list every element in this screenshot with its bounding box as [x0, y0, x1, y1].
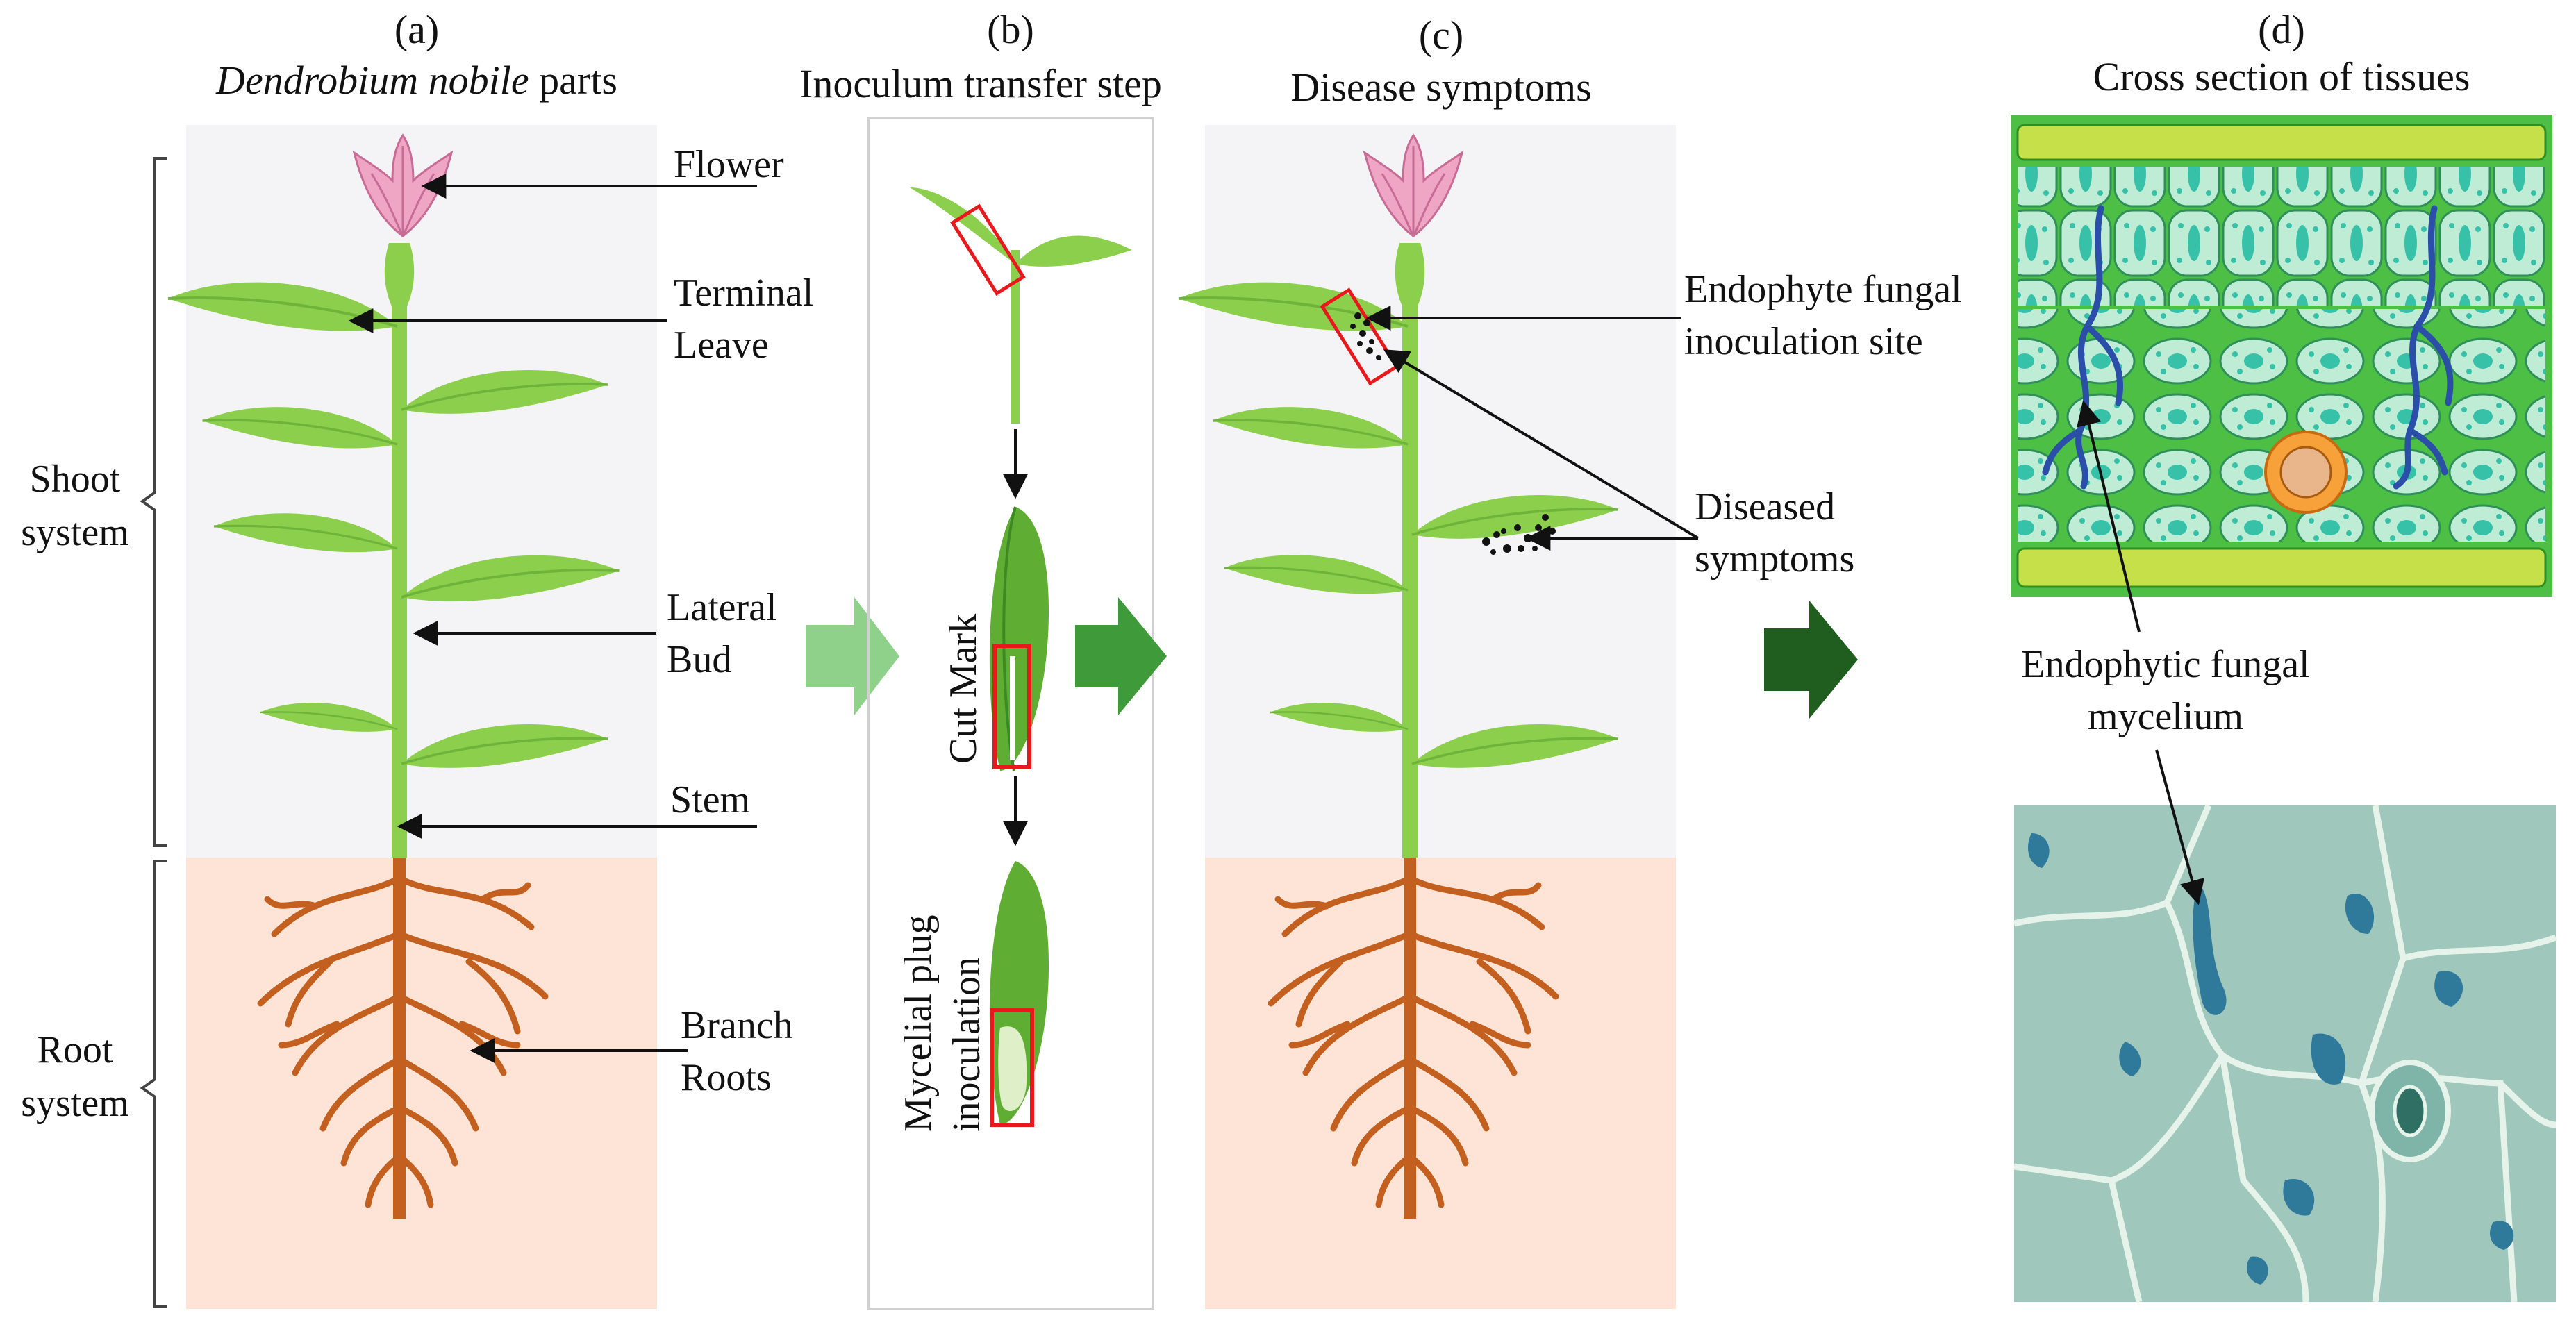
diseased-arrow-1: [1383, 349, 1700, 540]
spongy-layer: [2018, 309, 2545, 542]
tissue-cross-section: [2011, 115, 2552, 597]
micrograph-bg: [2014, 805, 2556, 1302]
cut-shoot: [910, 187, 1132, 424]
upper-epidermis: [2016, 124, 2547, 161]
panel-b-letter: (b): [987, 7, 1034, 52]
panel-c-letter: (c): [1419, 12, 1463, 58]
leaf-inoculated: [989, 861, 1049, 1127]
label-shoot-2: system: [21, 511, 129, 554]
label-branch-1: Branch: [681, 1004, 793, 1047]
panel-c: (c) Disease symptoms Endophyte fungal in…: [1177, 12, 1962, 1309]
label-mycelium-1: Endophytic fungal: [2021, 643, 2309, 686]
mycelial-plug: [998, 1026, 1027, 1111]
plant-a: [167, 134, 621, 1219]
arrow-b-to-c: [1075, 597, 1167, 715]
mycelium-arrow-down: [2155, 749, 2204, 905]
label-branch-2: Roots: [681, 1056, 772, 1099]
label-site-1: Endophyte fungal: [1684, 268, 1962, 311]
label-terminal-1: Terminal: [674, 271, 813, 315]
label-site-2: inoculation site: [1684, 320, 1923, 363]
root-background: [186, 858, 657, 1309]
panel-d-letter: (d): [2258, 7, 2305, 52]
label-mycelium-2: mycelium: [2088, 695, 2243, 738]
panel-a-title-rest: parts: [529, 58, 617, 103]
label-stem: Stem: [670, 778, 750, 821]
arrow-a-to-b: [806, 597, 899, 715]
cell-walls: [2013, 804, 2557, 1303]
c-root-background: [1205, 858, 1676, 1309]
label-lateral-1: Lateral: [667, 586, 777, 629]
label-terminal-2: Leave: [674, 324, 769, 367]
arrow-c-to-d: [1764, 601, 1858, 719]
panel-b-frame: [867, 117, 1154, 1310]
micrograph: [2013, 804, 2557, 1303]
panel-d: (d) Cross section of tissues Endophytic …: [2011, 7, 2557, 1303]
lower-epidermis: [2016, 547, 2547, 588]
label-lateral-2: Bud: [667, 638, 731, 681]
label-root-1: Root: [38, 1028, 113, 1071]
hyphae-right: [2393, 205, 2454, 490]
panel-d-title: Cross section of tissues: [2093, 54, 2470, 99]
cut-site-box: [950, 203, 1026, 296]
label-diseased-1: Diseased: [1695, 485, 1835, 528]
panel-a-letter: (a): [394, 7, 439, 52]
hyphae-left: [2042, 205, 2124, 490]
label-plug-2: inoculation: [945, 957, 988, 1132]
root-brace: [140, 860, 167, 1308]
cut-mark-box: [992, 644, 1031, 769]
cut-mark: [1010, 656, 1015, 760]
mycelium-arrow-up: [2077, 400, 2141, 633]
panel-b: (b) Inoculum transfer step Cut Mark Myce…: [799, 7, 1162, 1310]
label-diseased-2: symptoms: [1695, 537, 1854, 580]
plug-box: [990, 1008, 1034, 1127]
panel-a-title-italic: Dendrobium nobile: [215, 58, 529, 103]
stained-mycelium: [2028, 833, 2514, 1285]
panel-b-title: Inoculum transfer step: [799, 61, 1162, 106]
label-shoot-1: Shoot: [30, 458, 121, 501]
panel-c-title: Disease symptoms: [1290, 65, 1591, 110]
panel-a: (a) Dendrobium nobile parts Flower Termi…: [21, 7, 813, 1309]
leaf-cut: [989, 506, 1049, 771]
label-cut-mark: Cut Mark: [942, 614, 985, 764]
label-flower: Flower: [674, 143, 784, 186]
panel-a-title: Dendrobium nobile parts: [215, 58, 617, 103]
label-root-2: system: [21, 1082, 129, 1125]
label-plug-1: Mycelial plug: [897, 914, 940, 1132]
shoot-background: [186, 125, 657, 858]
palisade-layer: [2018, 167, 2545, 306]
shoot-brace: [140, 157, 167, 847]
